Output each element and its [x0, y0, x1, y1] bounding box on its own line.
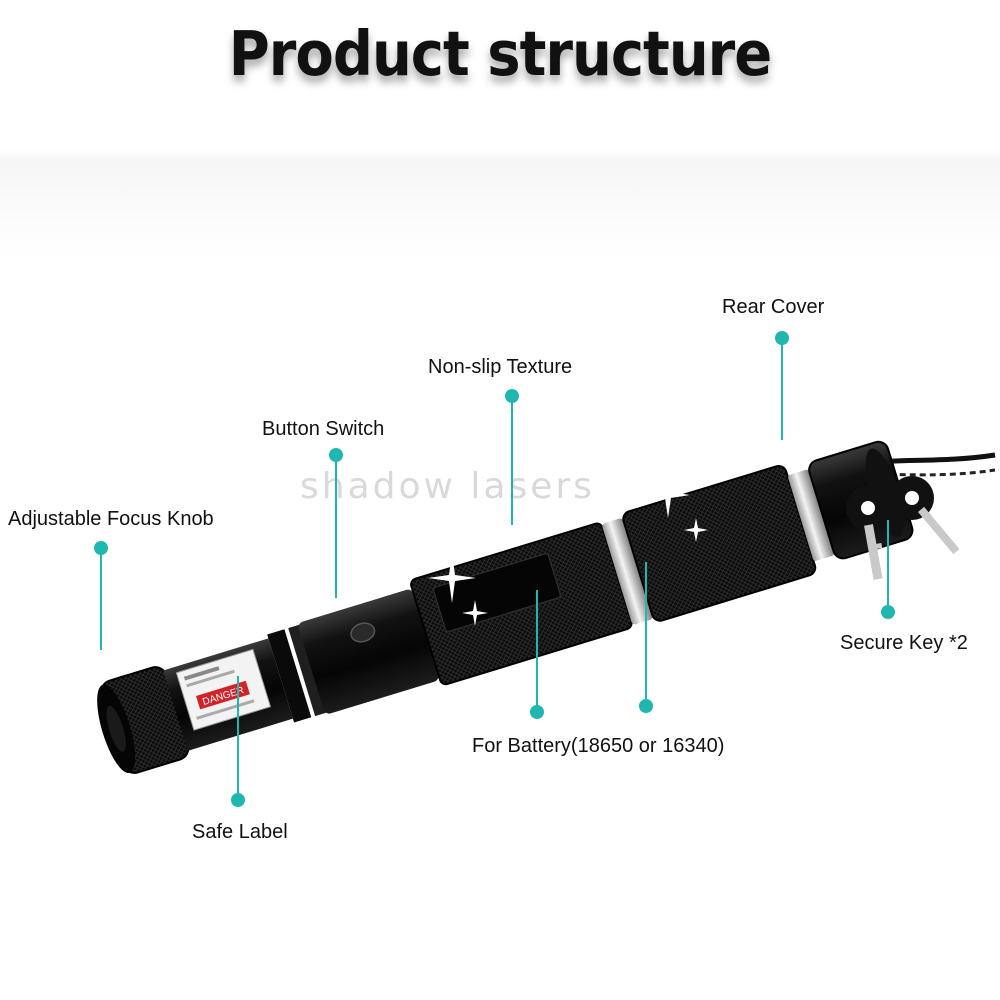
thread-ring: [788, 469, 835, 561]
leader-dot: [530, 705, 544, 719]
label-non-slip-texture: Non-slip Texture: [428, 356, 573, 378]
battery-tube: [622, 464, 817, 622]
label-secure-key: Secure Key *2: [840, 632, 968, 654]
grip-window: [433, 553, 561, 632]
callout-lines: [94, 331, 895, 807]
chrome-ring: [602, 518, 653, 625]
laser-pointer-body: DANGER: [97, 440, 914, 774]
leader-dot: [881, 605, 895, 619]
page-title: Product structure: [228, 18, 773, 91]
watermark: shadow lasers: [300, 466, 595, 507]
label-button-switch: Button Switch: [262, 418, 385, 440]
button-switch: [350, 622, 376, 643]
sparkle-icon: [646, 472, 690, 518]
sparkle-icon: [428, 553, 476, 603]
leader-dot: [639, 699, 653, 713]
sparkle-icon: [462, 600, 488, 626]
leader-dot: [505, 389, 519, 403]
leader-dot: [329, 448, 343, 462]
danger-badge: [196, 680, 250, 710]
label-safe-label: Safe Label: [192, 821, 288, 843]
leader-dot: [231, 793, 245, 807]
label-for-battery: For Battery(18650 or 16340): [472, 735, 725, 757]
key-icon: [890, 476, 960, 555]
label-rear-cover: Rear Cover: [722, 296, 825, 318]
label-adjustable-focus-knob: Adjustable Focus Knob: [8, 508, 214, 530]
switch-section: [298, 589, 439, 714]
sparkle-icon: [684, 518, 708, 542]
leader-dot: [94, 541, 108, 555]
key-icon: [846, 486, 890, 580]
leader-dot: [775, 331, 789, 345]
